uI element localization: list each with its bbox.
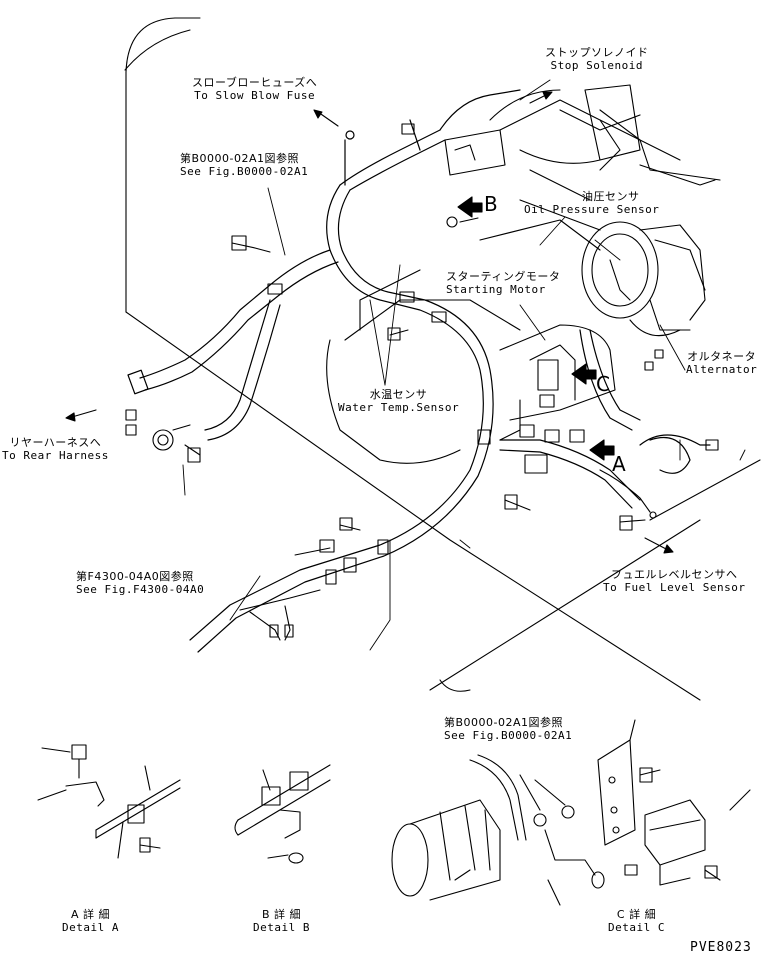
engine-block: [326, 84, 721, 464]
label-stop-solenoid: ストップソレノイド Stop Solenoid: [545, 46, 649, 72]
label-see-fig-top: 第B0000-02A1図参照 See Fig.B0000-02A1: [180, 152, 309, 178]
detail-a-drawing: [37, 744, 181, 859]
starting-motor-shape: [499, 324, 616, 441]
label-detail-c: C 詳 細 Detail C: [608, 908, 665, 934]
direction-arrows: [65, 91, 674, 554]
label-alternator: オルタネータ Alternator: [686, 350, 758, 376]
main-bolts: [152, 216, 646, 531]
marker-arrows: [457, 196, 615, 461]
label-see-fig-f4300: 第F4300-04A0図参照 See Fig.F4300-04A0: [76, 570, 205, 596]
label-oil-pressure-sensor: 油圧センサ Oil Pressure Sensor: [524, 190, 660, 216]
f4300-harness: [239, 589, 321, 641]
leader-lines: [182, 79, 746, 651]
label-rear-harness: リヤーハーネスへ To Rear Harness: [2, 436, 109, 462]
label-detail-a: A 詳 細 Detail A: [62, 908, 119, 934]
main-harness: [127, 89, 711, 653]
alternator-shape: [581, 221, 706, 371]
marker-a: A: [612, 452, 626, 476]
marker-b: B: [484, 192, 498, 216]
label-water-temp-sensor: 水温センサ Water Temp.Sensor: [338, 388, 460, 414]
label-see-fig-bottom: 第B0000-02A1図参照 See Fig.B0000-02A1: [444, 716, 573, 742]
drawing-code: PVE8023: [690, 940, 752, 955]
detail-c-drawing: [391, 719, 751, 906]
label-fuel-level-sensor: フュエルレベルセンサへ To Fuel Level Sensor: [603, 568, 746, 594]
cab-outline: [124, 17, 761, 701]
label-detail-b: B 詳 細 Detail B: [253, 908, 310, 934]
harness-clips: [125, 123, 719, 585]
label-slow-blow-fuse: スローブローヒューズへ To Slow Blow Fuse: [192, 76, 318, 102]
detail-b-drawing: [234, 764, 331, 864]
fuel-wire: [599, 469, 657, 519]
marker-c: C: [596, 372, 610, 396]
label-starting-motor: スターティングモータ Starting Motor: [446, 270, 561, 296]
